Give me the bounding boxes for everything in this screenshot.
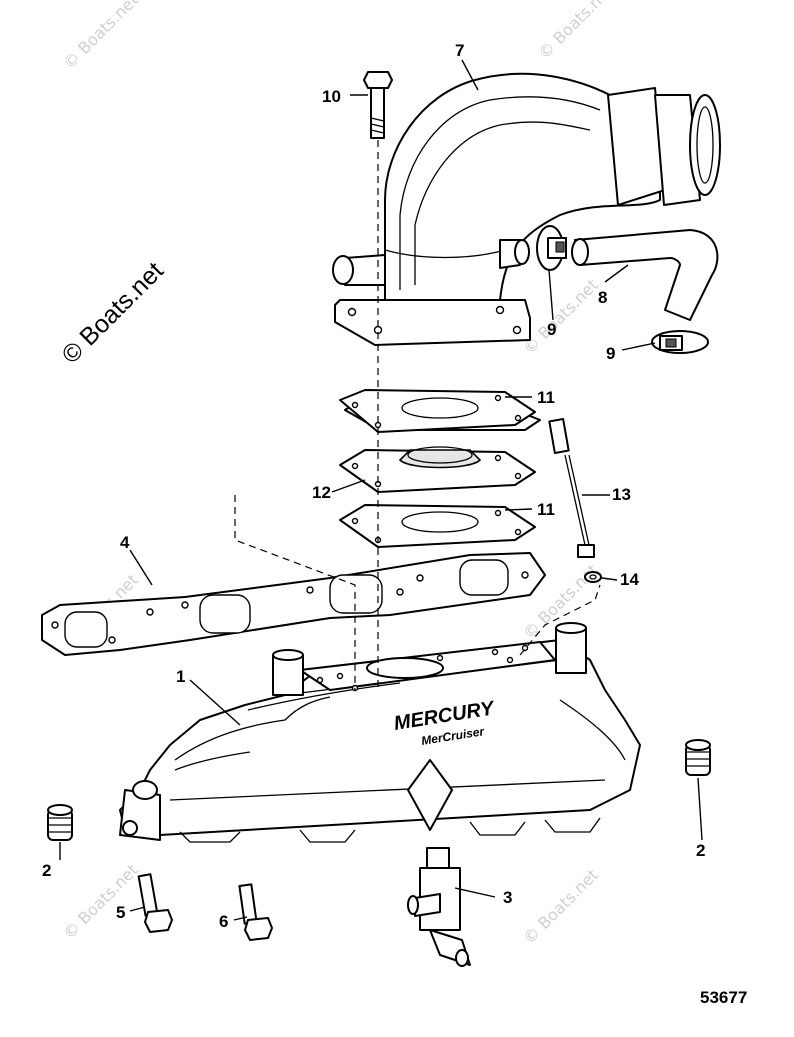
callout-9-lower: 9 [606,344,615,363]
exhaust-elbow [332,72,721,346]
watermark-bottom-right: © Boats.net [519,865,601,947]
watermark-bottom-left: © Boats.net [59,860,141,942]
leader-lines [59,59,703,921]
hose-8 [571,229,719,321]
watermark-top-right: © Boats.net [534,0,616,63]
exhaust-manifold-1 [119,622,641,843]
gasket-11-lower [339,504,536,548]
bolt-5 [137,873,173,933]
diagram-id: 53677 [700,988,747,1007]
callout-12: 12 [312,483,331,502]
callout-5: 5 [116,903,125,922]
callout-14: 14 [620,570,639,589]
watermark-main: © Boats.net [56,257,168,369]
callout-13: 13 [612,485,631,504]
drain-plug-right [685,739,711,776]
bolt-6 [238,883,273,941]
hose-clamp-lower [651,330,709,354]
callout-6: 6 [219,912,228,931]
callout-4: 4 [120,533,130,552]
callout-10: 10 [322,87,341,106]
callout-2-right: 2 [696,841,705,860]
hose-clamp-upper [536,225,567,271]
assembly-guide-lines [234,140,601,690]
drain-plug-left [47,804,73,841]
callout-9-upper: 9 [547,320,556,339]
callout-7: 7 [455,41,464,60]
washer-14 [584,571,602,583]
sensor-13 [548,418,595,558]
callout-labels: 10 7 8 9 9 11 12 11 13 14 4 1 2 2 3 5 6 [42,41,705,931]
gasket-12 [339,446,536,493]
manifold-gasket-4 [41,552,546,656]
callout-11-lower: 11 [537,500,555,519]
callout-1: 1 [176,667,185,686]
callout-2-left: 2 [42,861,51,880]
callout-3: 3 [503,888,512,907]
callout-8: 8 [598,288,607,307]
watermark-top-left: © Boats.net [59,0,141,73]
gasket-11-upper [339,389,541,433]
watermark-mid-right: © Boats.net [519,275,601,357]
callout-11-upper: 11 [537,388,555,407]
bolt-10 [363,71,393,139]
fitting-3 [407,847,471,967]
